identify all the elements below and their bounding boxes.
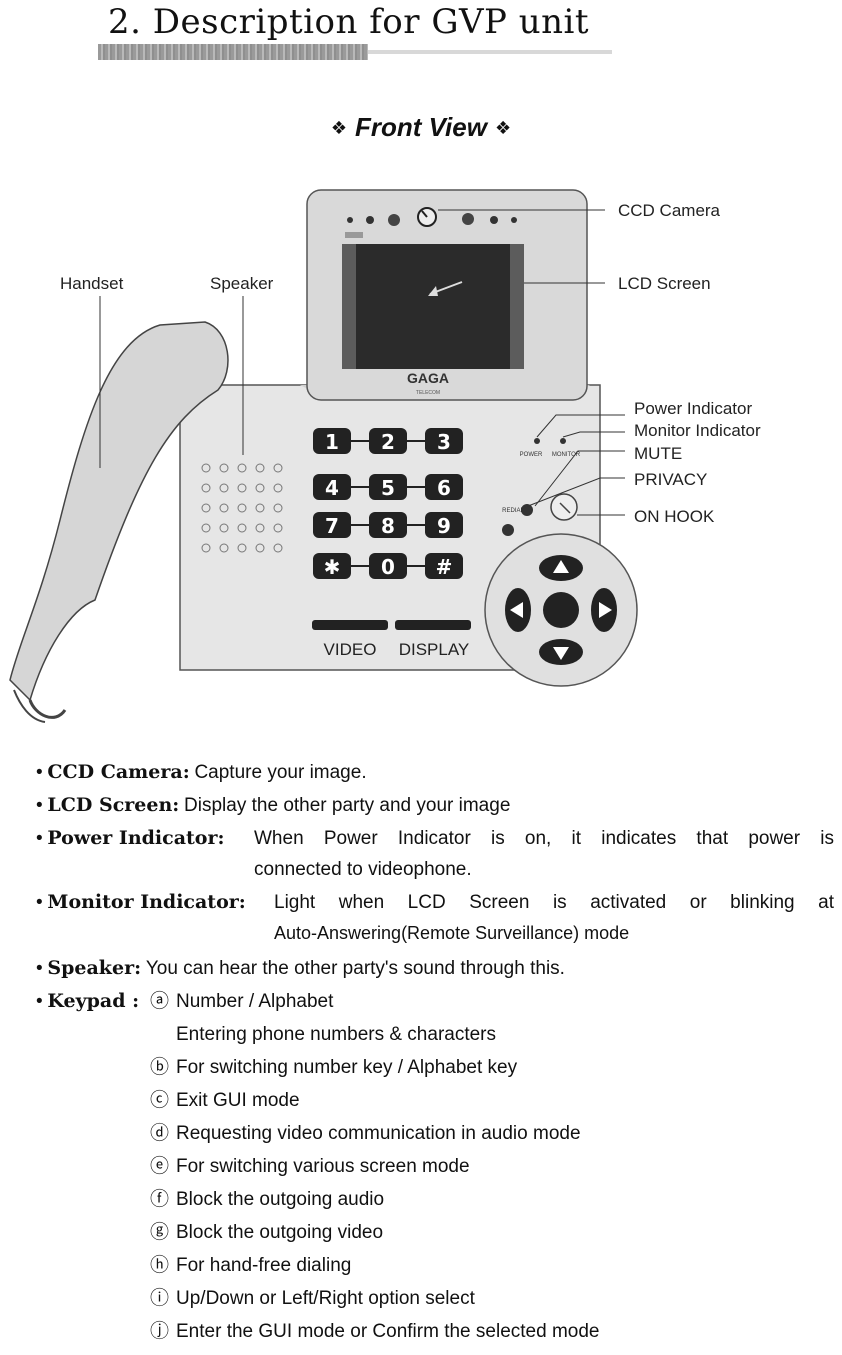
section-subtitle: ❖ Front View ❖ [0, 112, 842, 143]
display-button-label: DISPLAY [399, 640, 470, 659]
callout-privacy: PRIVACY [634, 470, 707, 489]
svg-text:6: 6 [437, 476, 451, 500]
diamond-icon: ❖ [330, 118, 348, 138]
keypad-key: 9 [425, 512, 463, 538]
desc-power-indicator: • Power Indicator: [36, 827, 225, 849]
keypad: 1 2 3 4 5 6 7 8 9 ✱ 0 # [313, 428, 463, 579]
nav-down-button [539, 639, 583, 665]
svg-text:9: 9 [437, 514, 451, 538]
power-label: POWER [520, 452, 543, 458]
callout-ccd-camera: CCD Camera [618, 201, 721, 220]
keypad-key: # [425, 553, 463, 579]
nav-ok-button [543, 592, 579, 628]
monitor-label: MONITOR [552, 452, 581, 458]
keypad-key: 2 [369, 428, 407, 454]
keypad-key: 4 [313, 474, 351, 500]
svg-text:3: 3 [437, 430, 451, 454]
monitor-indicator-led [560, 438, 566, 444]
callout-power-indicator: Power Indicator [634, 399, 752, 418]
svg-text:4: 4 [325, 476, 339, 500]
keypad-key: 0 [369, 553, 407, 579]
subtitle-text: Front View [355, 112, 487, 142]
brand-logo: GAGA [407, 370, 449, 386]
callout-monitor-indicator: Monitor Indicator [634, 421, 761, 440]
keypad-key: 7 [313, 512, 351, 538]
redial-label: REDIAL [502, 508, 524, 514]
mute-button [521, 504, 533, 516]
callout-handset: Handset [60, 274, 124, 293]
nav-right-button [591, 588, 617, 632]
power-indicator-led [534, 438, 540, 444]
video-button-label: VIDEO [324, 640, 377, 659]
page-title: 2. Description for GVP unit [108, 2, 590, 42]
desc-keypad: • Keypad : [36, 990, 140, 1012]
nav-up-button [539, 555, 583, 581]
keypad-key: 3 [425, 428, 463, 454]
desc-monitor-indicator: • Monitor Indicator: [36, 891, 246, 913]
phone-front-view-diagram: GAGA TELECOM 1 2 3 4 5 6 7 8 9 ✱ 0 # VID… [9, 189, 761, 723]
keypad-key: ✱ [313, 553, 351, 579]
desc-monitor-text-1: Light when LCD Screen is activated or bl… [274, 892, 834, 913]
nav-left-button [505, 588, 531, 632]
redial-button [502, 524, 514, 536]
diamond-icon: ❖ [494, 118, 512, 138]
desc-monitor-text-2: Auto-Answering(Remote Surveillance) mode [274, 923, 630, 943]
svg-text:1: 1 [325, 430, 339, 454]
speaker-grille [201, 463, 283, 553]
desc-speaker: • Speaker: You can hear the other party'… [36, 957, 565, 979]
svg-text:2: 2 [381, 430, 395, 454]
callout-mute: MUTE [634, 444, 682, 463]
svg-text:✱: ✱ [324, 555, 341, 579]
svg-text:8: 8 [381, 514, 395, 538]
desc-ccd-camera: • CCD Camera: Capture your image. [36, 761, 367, 783]
desc-lcd-screen: • LCD Screen: Display the other party an… [36, 794, 511, 816]
keypad-item: Entering phone numbers & characters [176, 1024, 497, 1045]
display-button [395, 620, 471, 630]
svg-text:0: 0 [381, 555, 395, 579]
svg-text:5: 5 [381, 476, 395, 500]
title-underline [98, 44, 612, 60]
handset [9, 321, 229, 702]
keypad-key: 8 [369, 512, 407, 538]
keypad-key: 1 [313, 428, 351, 454]
svg-text:7: 7 [325, 514, 339, 538]
desc-power-text-1: When Power Indicator is on, it indicates… [254, 828, 834, 849]
callout-lcd-screen: LCD Screen [618, 274, 711, 293]
video-button [312, 620, 388, 630]
keypad-key: 6 [425, 474, 463, 500]
callout-on-hook: ON HOOK [634, 507, 715, 526]
keypad-key: 5 [369, 474, 407, 500]
lcd-screen [342, 244, 524, 369]
callout-speaker: Speaker [210, 274, 274, 293]
desc-power-text-2: connected to videophone. [254, 859, 472, 880]
svg-text:#: # [436, 555, 453, 579]
brand-subtext: TELECOM [416, 390, 440, 396]
